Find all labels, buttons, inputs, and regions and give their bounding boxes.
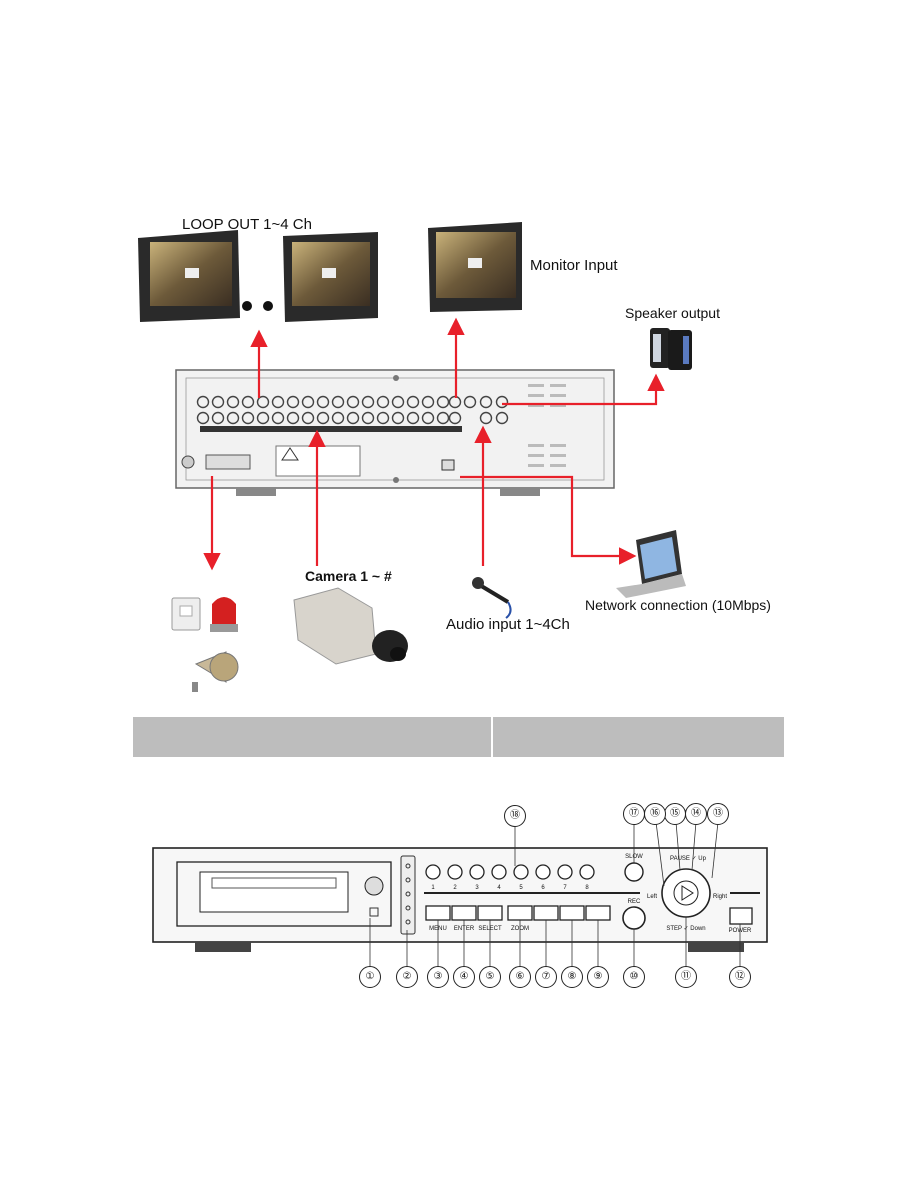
arrow-network [460,475,637,565]
ellipsis-dot [242,301,252,311]
right-label: Right [713,894,727,900]
monitor-input-display [428,222,522,312]
channel-number: 7 [563,885,567,891]
connection-arrows [203,317,665,571]
jog-dial [661,868,711,918]
channel-number: 4 [497,885,501,891]
led-strip [400,855,416,935]
callout-13: ⑬ [707,803,729,825]
channel-number: 5 [519,885,523,891]
channel-number: 8 [585,885,589,891]
pause-up-label: PAUSE ✓ Up [670,856,707,862]
callout-16: ⑯ [644,803,666,825]
loop-out-monitor-1 [138,230,240,322]
speaker-icon [650,328,692,370]
camera-image [293,587,408,665]
channel-numbers: 1 2 3 4 5 6 7 8 [431,885,589,891]
callout-3: ③ [427,966,449,988]
loop-out-label: LOOP OUT 1~4 Ch [182,216,312,233]
callout-11: ⑪ [675,966,697,988]
channel-number: 1 [431,885,435,891]
connection-diagram [138,222,692,692]
callout-4: ④ [453,966,475,988]
vent-slots [528,384,566,467]
monitor-input-label: Monitor Input [530,257,618,274]
laptop-image [616,530,686,598]
callout-9: ⑨ [587,966,609,988]
callout-12: ⑫ [729,966,751,988]
ellipsis-dot [263,301,273,311]
alarm-terminal [181,454,251,470]
hdd-tray [176,861,392,927]
callout-7: ⑦ [535,966,557,988]
arrow-speaker-output [502,373,665,406]
callout-2: ② [396,966,418,988]
camera-label: Camera 1 ~ # [305,568,392,584]
rec-button [622,906,646,930]
microphone-image [472,577,512,619]
callout-14: ⑭ [685,803,707,825]
channel-number: 3 [475,885,479,891]
network-connection-label: Network connection (10Mbps) [585,597,771,613]
callout-17: ⑰ [623,803,645,825]
callout-10: ⑩ [623,966,645,988]
section-header-bar [133,717,784,757]
callout-18: ⑱ [504,805,526,827]
loop-out-monitor-2 [283,232,378,322]
channel-number: 6 [541,885,545,891]
callout-5: ⑤ [479,966,501,988]
callout-1: ① [359,966,381,988]
channel-buttons [425,864,595,880]
slow-button [624,862,644,882]
lan-port [441,459,455,471]
callout-15: ⑮ [664,803,686,825]
dvr-front-panel: 1 2 3 4 5 6 7 8 MENU ENTER SELECT ZOOM S… [152,821,768,970]
speaker-output-label: Speaker output [625,305,720,321]
channel-number: 2 [453,885,457,891]
callout-6: ⑥ [509,966,531,988]
callout-8: ⑧ [561,966,583,988]
audio-input-label: Audio input 1~4Ch [446,616,570,633]
rec-label: REC [628,899,641,905]
power-button [729,907,753,925]
left-label: Left [647,894,657,900]
function-buttons [425,905,611,921]
callout-leaders [369,821,741,970]
alarm-devices [171,597,239,692]
